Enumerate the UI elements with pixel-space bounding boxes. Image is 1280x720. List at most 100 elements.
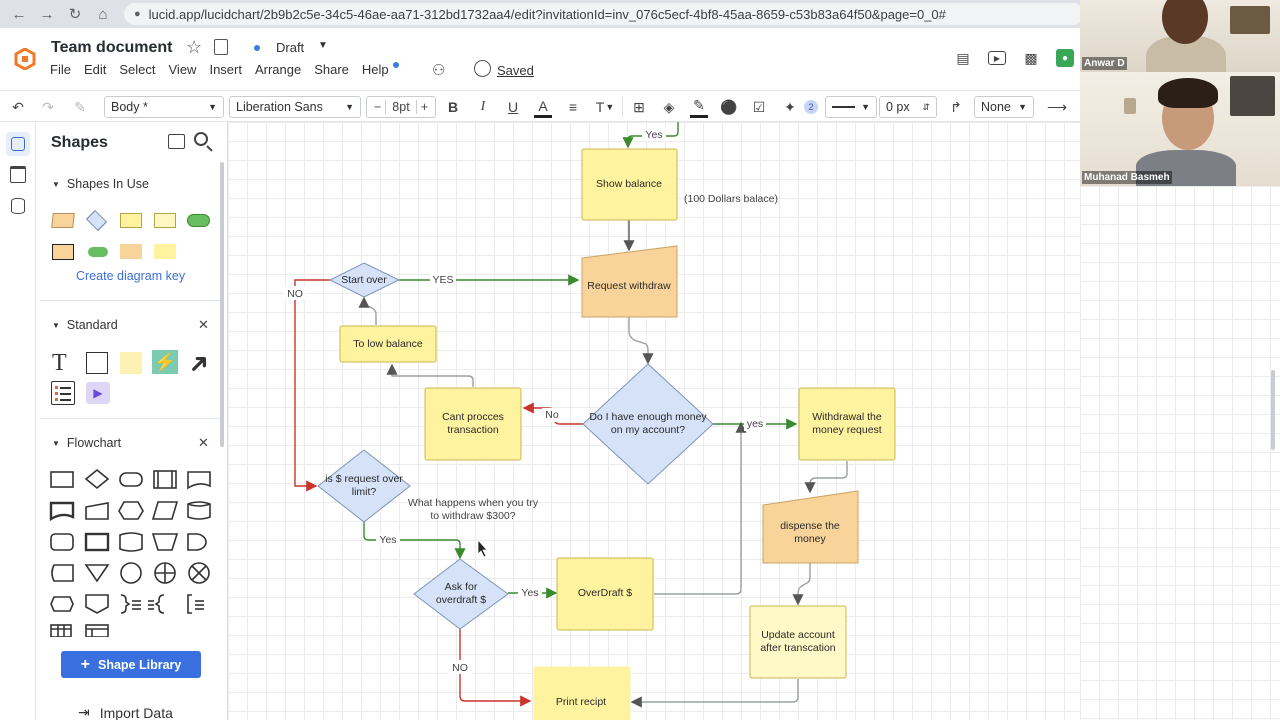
connector-update-to-print[interactable] [630,679,799,708]
connector-startover-no[interactable] [294,279,330,492]
bold-button[interactable]: B [447,99,459,115]
section-flowchart[interactable]: ▼ Flowchart [52,436,121,450]
in-use-manual-input-shape[interactable] [51,213,75,228]
close-icon[interactable]: ✕ [198,317,209,332]
font-color-button[interactable]: A [534,96,552,118]
connector-overdraft-no[interactable] [459,629,532,707]
star-icon[interactable]: ☆ [186,37,203,57]
node-ask-overdraft[interactable]: Ask for overdraft $ [413,558,509,630]
canvas-right-area[interactable] [1080,186,1280,720]
fill-color-icon[interactable]: ◈ [663,98,675,115]
font-size-value[interactable]: 8pt [385,100,417,114]
font-size-decrease[interactable]: − [373,100,382,114]
saved-status[interactable]: Saved [497,63,534,78]
import-data-button[interactable]: ⇥ Import Data [78,704,173,720]
menu-file[interactable]: File [50,62,71,77]
connector-overdraft-to-yes[interactable] [654,421,747,595]
menu-edit[interactable]: Edit [83,62,107,77]
panel-scrollbar[interactable] [220,162,224,447]
text-align-button[interactable]: ≡ [568,99,578,115]
in-use-yellow-note-shape[interactable] [154,244,176,259]
in-use-terminator-shape[interactable] [187,214,210,227]
rectangle-shape[interactable] [86,352,108,374]
connector-dispense-to-update[interactable] [792,563,811,606]
node-print-receipt[interactable]: Print recipt [533,666,631,720]
node-to-low-balance[interactable]: To low balance [339,325,437,363]
node-cant-process[interactable]: Cant procces transaction [424,387,522,461]
connector-cant-to-lowbalance[interactable] [386,363,474,387]
shape-options-icon[interactable]: ☑ [752,98,766,115]
node-enough-money[interactable]: Do I have enough money on my account? [582,363,714,485]
node-request-over-limit[interactable]: is $ request over limit? [317,449,411,523]
connector-lowbalance-to-startover[interactable] [358,296,377,325]
magic-wand-icon[interactable]: ✦ [784,98,796,115]
in-use-orange-note-shape[interactable] [120,244,142,259]
line-color-icon[interactable]: ✎ [690,96,708,118]
in-use-process-shape[interactable] [120,213,142,228]
endpoint-select[interactable]: None▼ [974,96,1034,118]
present-icon[interactable]: ▶ [988,51,1006,65]
menu-help[interactable]: Help [361,62,389,77]
text-options-button[interactable]: T▼ [594,96,616,118]
back-icon[interactable]: ← [11,5,27,23]
line-width-input[interactable]: 0 px⇵ [879,96,937,118]
shape-library-button[interactable]: + Shape Library [61,651,201,678]
connector-withdrawal-to-dispense[interactable] [804,461,848,494]
font-size-increase[interactable]: + [420,100,428,114]
connector-limit-yes[interactable] [363,522,466,560]
in-use-bold-process-shape[interactable] [52,244,74,260]
draft-status[interactable]: Draft [276,40,305,55]
video-call-icon[interactable]: ▩ [1024,49,1038,66]
menu-arrange[interactable]: Arrange [254,62,302,77]
node-show-balance[interactable]: Show balance [581,148,678,221]
forward-icon[interactable]: → [39,5,55,23]
arrow-end-icon[interactable]: ⟶ [1046,98,1068,115]
templates-icon[interactable] [6,162,30,186]
document-title[interactable]: Team document [51,39,173,56]
position-icon[interactable]: ⊞ [633,98,645,115]
node-dispense-money[interactable]: dispense the money [762,490,859,564]
text-shape[interactable]: T [52,350,67,376]
undo-icon[interactable]: ↶ [12,98,24,115]
font-size-stepper[interactable]: − 8pt + [366,96,436,118]
lightning-icon[interactable]: ⚡ [152,350,178,374]
in-use-decision-shape[interactable] [85,209,108,232]
opacity-icon[interactable]: ⚫ [720,98,738,115]
line-shape-icon[interactable]: ↱ [950,98,962,115]
font-family-select[interactable]: Liberation Sans▼ [229,96,361,118]
video-shape-icon[interactable]: ▶ [86,382,110,404]
node-withdrawal-money-request[interactable]: Withdrawal the money request [798,387,896,461]
text-style-select[interactable]: Body *▼ [104,96,224,118]
node-start-over[interactable]: Start over [328,262,401,298]
menu-share[interactable]: Share [314,62,349,77]
binoculars-icon[interactable]: ⚇ [432,62,446,79]
arrow-line-shape[interactable]: ➜ [180,344,217,382]
create-diagram-key-link[interactable]: Create diagram key [76,269,186,283]
comment-icon[interactable]: ▤ [956,49,970,66]
canvas-scrollbar[interactable] [1271,370,1275,450]
connector-withdraw-to-decision[interactable] [628,317,654,365]
flowchart-shapes-grid[interactable] [46,467,221,637]
menu-select[interactable]: Select [119,62,156,77]
format-painter-icon[interactable]: ✎ [74,98,86,115]
section-standard[interactable]: ▼ Standard [52,318,118,332]
image-icon[interactable] [168,134,185,149]
node-update-account[interactable]: Update account after transcation [749,605,847,679]
node-request-withdraw[interactable]: Request withdraw [581,245,678,318]
data-icon[interactable] [6,194,30,218]
flowchart-diagram[interactable]: Show balance Request withdraw Start over… [228,122,1080,720]
underline-button[interactable]: U [507,99,519,115]
in-use-process-light-shape[interactable] [154,213,176,228]
user-icon[interactable]: ● [1056,49,1074,67]
close-icon[interactable]: ✕ [198,435,209,450]
home-icon[interactable]: ⌂ [98,5,108,23]
sticky-note-shape[interactable] [120,352,142,374]
address-bar[interactable]: ● lucid.app/lucidchart/2b9b2c5e-34c5-46a… [124,3,1084,25]
diagram-canvas[interactable]: Show balance Request withdraw Start over… [228,122,1080,720]
section-shapes-in-use[interactable]: ▼ Shapes In Use [52,177,149,191]
node-overdraft[interactable]: OverDraft $ [556,557,654,631]
shapes-panel-icon[interactable] [6,132,30,156]
menu-insert[interactable]: Insert [209,62,242,77]
document-icon[interactable] [214,39,228,55]
chevron-down-icon[interactable]: ▼ [318,40,328,51]
